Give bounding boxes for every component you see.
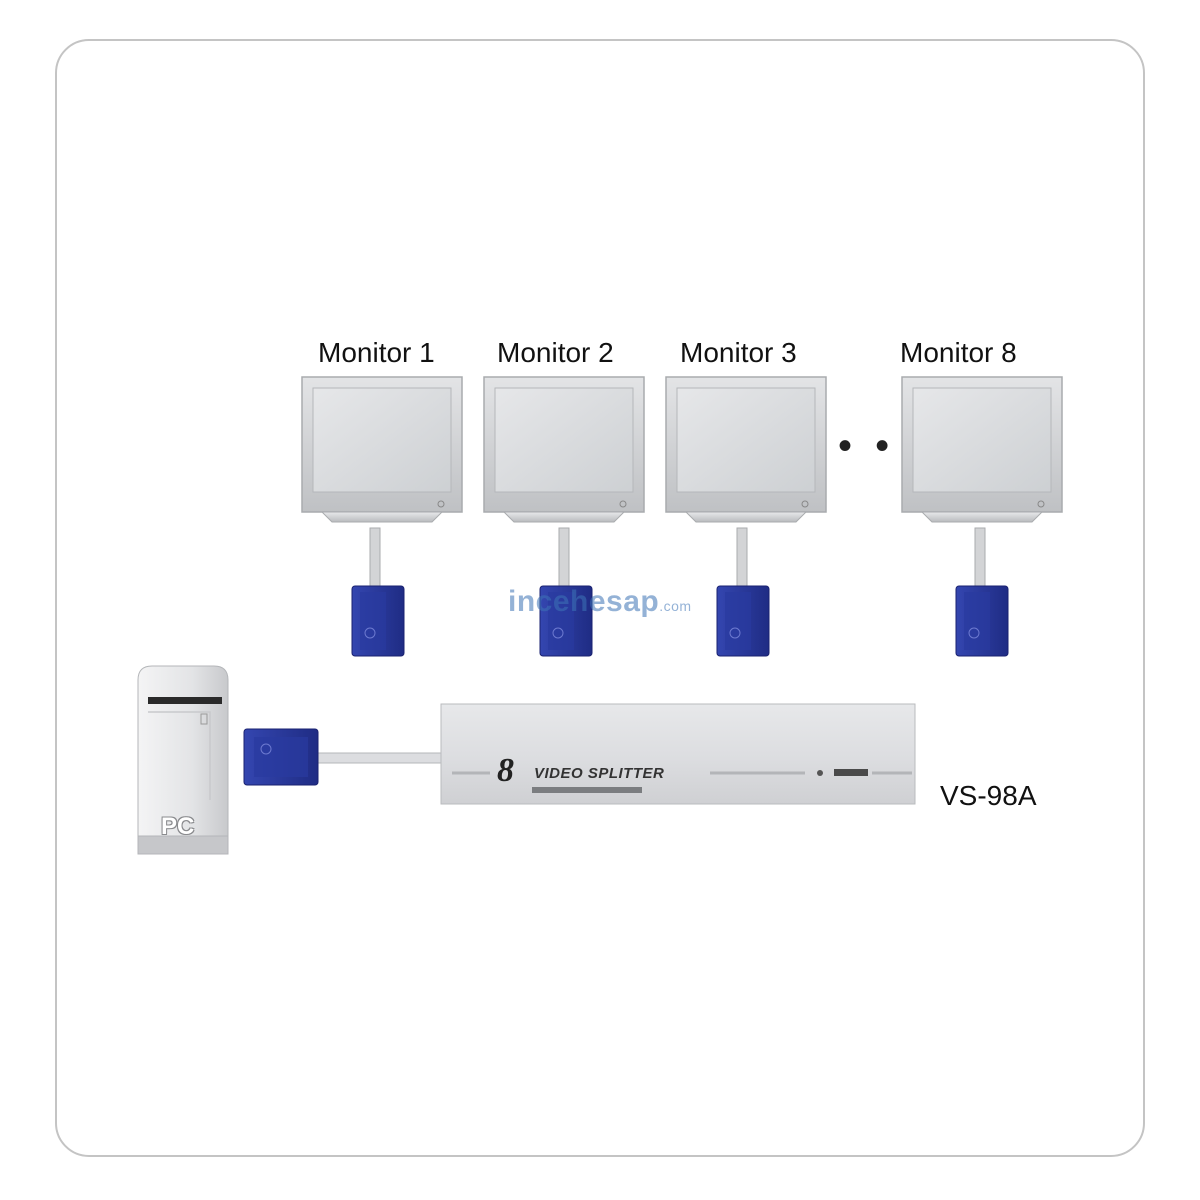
splitter-name: VIDEO SPLITTER <box>534 765 665 782</box>
vga-connector-icon <box>351 585 405 657</box>
monitor-1 <box>301 376 463 657</box>
monitor-3-label: Monitor 3 <box>680 337 797 368</box>
pc-tower <box>137 665 229 855</box>
watermark: incehesap.com <box>508 585 692 619</box>
input-cable <box>317 752 445 764</box>
splitter-brand-mark: 8 <box>497 752 514 789</box>
monitor-1-label: Monitor 1 <box>318 337 435 368</box>
pc-vga-connector-icon <box>243 728 319 786</box>
vga-connector-icon <box>955 585 1009 657</box>
vga-connector-icon <box>539 585 593 657</box>
monitor-2-label: Monitor 2 <box>497 337 614 368</box>
watermark-text: incehesap <box>508 585 660 618</box>
watermark-suffix: .com <box>659 598 692 614</box>
model-label: VS-98A <box>940 780 1037 811</box>
monitor-2 <box>483 376 645 657</box>
splitter-subtitle-bar <box>532 787 642 793</box>
pc-label: PC <box>161 813 195 840</box>
vga-connector-icon <box>716 585 770 657</box>
monitor-3 <box>665 376 827 657</box>
video-splitter-device <box>440 703 916 805</box>
monitor-8 <box>901 376 1063 657</box>
monitor-8-label: Monitor 8 <box>900 337 1017 368</box>
